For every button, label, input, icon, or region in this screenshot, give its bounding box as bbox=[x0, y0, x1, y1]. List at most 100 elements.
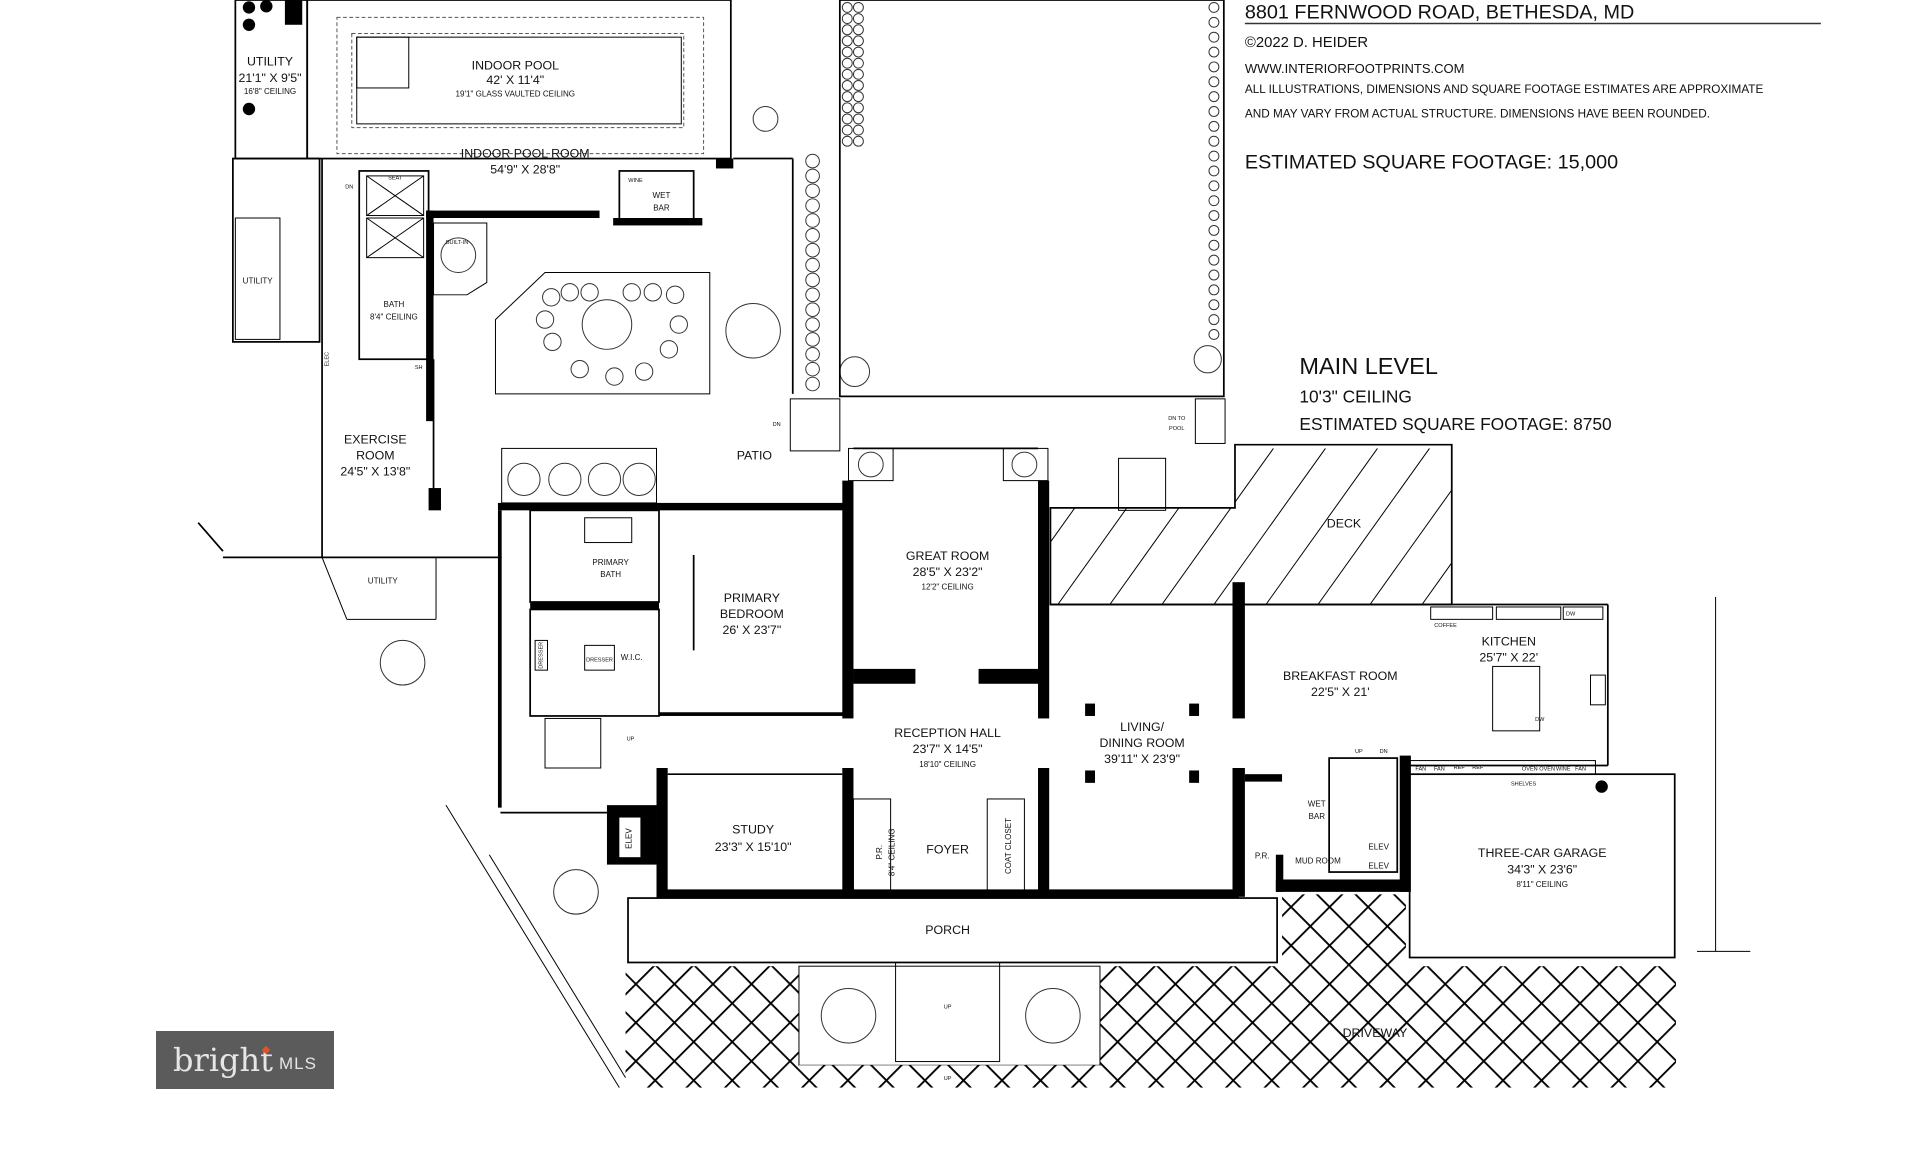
garden bbox=[433, 0, 1225, 398]
utility-top-name: UTILITY bbox=[247, 55, 293, 69]
shrub bbox=[852, 46, 864, 58]
shrub bbox=[805, 183, 820, 199]
deck-hatch-line bbox=[1213, 448, 1326, 605]
shrub bbox=[1208, 299, 1220, 311]
up-label: UP bbox=[627, 737, 635, 743]
shrub bbox=[852, 80, 864, 91]
shrub bbox=[1208, 76, 1220, 88]
shrub bbox=[852, 135, 864, 147]
total-sqft: ESTIMATED SQUARE FOOTAGE: 15,000 bbox=[1245, 151, 1618, 173]
wet-bar-pool-1: WET bbox=[653, 191, 671, 200]
fan-label: FAN bbox=[1415, 766, 1426, 772]
exercise-2: ROOM bbox=[356, 449, 394, 463]
shrub bbox=[852, 24, 864, 36]
porch-name: PORCH bbox=[925, 923, 970, 937]
shrub bbox=[841, 57, 853, 69]
powder-front-2: 8'4" CEILING bbox=[887, 828, 896, 876]
shrub bbox=[1208, 16, 1220, 28]
kitchen-dims: 25'7" X 22' bbox=[1479, 650, 1538, 664]
wine-label: WINE bbox=[1556, 766, 1571, 772]
shrub bbox=[805, 272, 820, 288]
level-sqft: ESTIMATED SQUARE FOOTAGE: 8750 bbox=[1299, 414, 1611, 434]
disclaimer-1: ALL ILLUSTRATIONS, DIMENSIONS AND SQUARE… bbox=[1245, 83, 1764, 96]
study-name: STUDY bbox=[732, 823, 774, 837]
exercise-room bbox=[197, 158, 502, 686]
shrub bbox=[1208, 1, 1220, 13]
shrub bbox=[1208, 91, 1220, 103]
primary-bedroom-2: BEDROOM bbox=[720, 607, 784, 621]
dw-label: DW bbox=[1566, 612, 1576, 618]
shrub bbox=[1208, 195, 1220, 207]
shrub bbox=[805, 213, 820, 228]
wine-label: WINE bbox=[628, 178, 643, 184]
shrub bbox=[805, 257, 820, 273]
primary-bath-2: BATH bbox=[600, 570, 621, 579]
reception-name: RECEPTION HALL bbox=[894, 726, 1001, 740]
foyer-name: FOYER bbox=[926, 842, 969, 856]
elec-label: ELEC bbox=[324, 352, 330, 367]
mud-room-area bbox=[1244, 755, 1411, 892]
wet-bar-pool-2: BAR bbox=[653, 204, 670, 213]
garage-dims: 34'3" X 23'6" bbox=[1507, 862, 1577, 876]
shrub bbox=[805, 302, 820, 317]
living-1: LIVING/ bbox=[1120, 720, 1165, 734]
utility-top-note: 16'8" CEILING bbox=[244, 87, 296, 96]
oven-label: OVEN bbox=[1539, 766, 1555, 772]
bath-name: BATH bbox=[383, 300, 404, 309]
shrub bbox=[1208, 46, 1220, 58]
deck-hatch-line bbox=[1057, 448, 1170, 605]
patio-name: PATIO bbox=[737, 449, 773, 463]
shrub bbox=[852, 57, 864, 69]
pool-room-name: INDOOR POOL ROOM bbox=[461, 146, 590, 160]
coffee-label: COFFEE bbox=[1434, 623, 1457, 629]
great-room-note: 12'2" CEILING bbox=[921, 583, 973, 592]
dn-label: DN bbox=[345, 184, 353, 190]
up-label: UP bbox=[944, 1004, 952, 1010]
indoor-pool-name: INDOOR POOL bbox=[472, 58, 559, 72]
shrub bbox=[841, 35, 853, 47]
shelves-label: SHELVES bbox=[1511, 781, 1537, 787]
shrub bbox=[841, 24, 853, 36]
primary-suite bbox=[497, 502, 845, 814]
level-ceiling: 10'3" CEILING bbox=[1299, 387, 1412, 407]
front-rooms bbox=[606, 767, 1239, 899]
shrub bbox=[1208, 269, 1220, 281]
utility-side-room bbox=[232, 157, 321, 343]
kitchen-name: KITCHEN bbox=[1482, 634, 1536, 648]
dn-label: DN bbox=[773, 422, 781, 428]
great-room bbox=[842, 447, 1050, 719]
wet-bar-main-1: WET bbox=[1308, 799, 1326, 808]
shrub bbox=[841, 124, 853, 136]
shrub bbox=[852, 102, 864, 114]
copyright: ©2022 D. HEIDER bbox=[1245, 35, 1369, 51]
shrub bbox=[805, 346, 820, 362]
shrub bbox=[1208, 61, 1220, 73]
shrub bbox=[805, 332, 820, 347]
fan-label: FAN bbox=[1575, 766, 1586, 772]
shrub bbox=[805, 242, 820, 258]
reception-dims: 23'7" X 14'5" bbox=[913, 742, 983, 756]
shrub bbox=[841, 102, 853, 114]
garage-name: THREE-CAR GARAGE bbox=[1478, 846, 1607, 860]
shrub bbox=[805, 198, 820, 213]
deck-hatch-line bbox=[1421, 448, 1452, 605]
mud-room-name: MUD ROOM bbox=[1295, 856, 1341, 865]
shrub bbox=[1208, 135, 1220, 147]
shrub bbox=[841, 46, 853, 58]
up-label: UP bbox=[1355, 749, 1363, 755]
shrub bbox=[1208, 239, 1220, 251]
utility-top-dims: 21'1" X 9'5" bbox=[239, 71, 302, 85]
exercise-dims: 24'5" X 13'8" bbox=[340, 465, 410, 479]
oven-label: OVEN bbox=[1522, 766, 1538, 772]
shrub bbox=[1208, 224, 1220, 236]
shrub bbox=[1208, 284, 1220, 296]
hedge bbox=[805, 1, 1220, 392]
shrub bbox=[805, 361, 820, 377]
plan-header: 8801 FERNWOOD ROAD, BETHESDA, MD ©2022 D… bbox=[1245, 2, 1764, 434]
shrub bbox=[852, 124, 864, 136]
shrub bbox=[1208, 106, 1220, 117]
indoor-pool-note: 19'1" GLASS VAULTED CEILING bbox=[456, 90, 575, 99]
great-room-name: GREAT ROOM bbox=[906, 549, 989, 563]
shrub bbox=[805, 376, 820, 392]
dn-to-pool-label: DN TO bbox=[1168, 416, 1186, 422]
